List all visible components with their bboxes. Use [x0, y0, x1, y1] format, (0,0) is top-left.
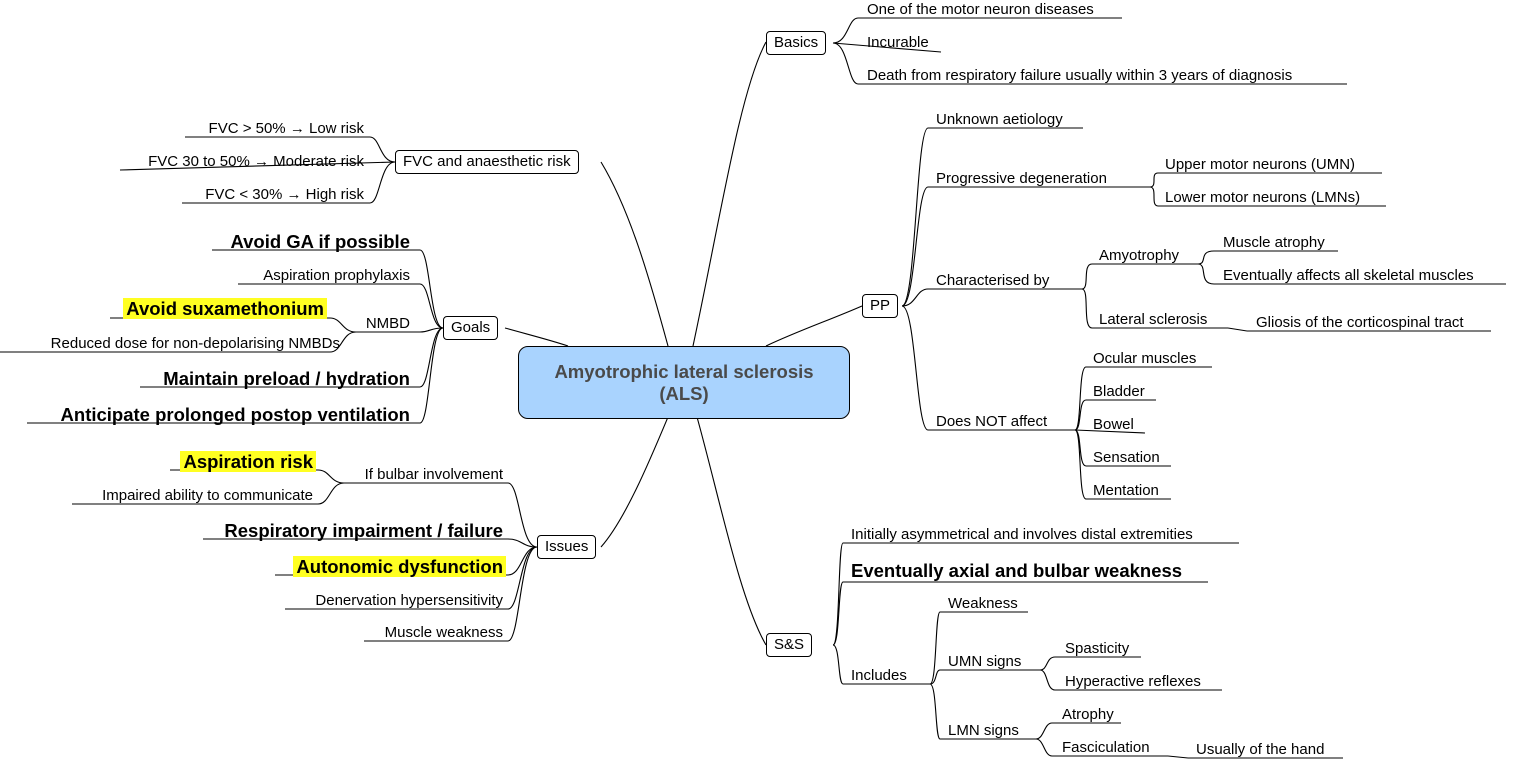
highlight: Autonomic dysfunction [293, 556, 506, 577]
pp-lateral-sclerosis: Lateral sclerosis [1099, 311, 1208, 328]
branch-issues[interactable]: Issues [537, 535, 597, 559]
central-title: Amyotrophic lateral sclerosis [554, 360, 814, 382]
issues-communicate: Impaired ability to communicate [102, 487, 313, 504]
issues-denervation: Denervation hypersensitivity [315, 592, 503, 609]
goals-reduced-dose: Reduced dose for non-depolarising NMBDs [50, 335, 340, 352]
ss-eventually: Eventually axial and bulbar weakness [851, 560, 1183, 581]
issues-respiratory: Respiratory impairment / failure [224, 520, 503, 541]
fvc-item: FVC < 30% → High risk [205, 186, 364, 203]
goals-aspiration-prophylaxis: Aspiration prophylaxis [263, 267, 410, 284]
pp-not-affect-item: Sensation [1093, 449, 1160, 466]
issues-bulbar: If bulbar involvement [364, 466, 503, 483]
fvc-item: FVC 30 to 50% → Moderate risk [148, 153, 364, 170]
basics-item: One of the motor neuron diseases [867, 1, 1094, 18]
central-abbrev: (ALS) [659, 382, 709, 404]
fvc-item: FVC > 50% → Low risk [208, 120, 364, 137]
basics-item: Incurable [867, 34, 929, 51]
goals-nmbd: NMBD [365, 315, 410, 332]
ss-initially: Initially asymmetrical and involves dist… [851, 526, 1193, 543]
pp-progressive: Progressive degeneration [936, 170, 1107, 187]
pp-not-affect-item: Bladder [1093, 383, 1145, 400]
ss-includes: Includes [851, 667, 907, 684]
branch-goals[interactable]: Goals [443, 316, 499, 340]
pp-amyotrophy-item: Muscle atrophy [1223, 234, 1325, 251]
pp-lateral-item: Gliosis of the corticospinal tract [1256, 314, 1464, 331]
pp-not-affect-item: Ocular muscles [1093, 350, 1197, 367]
central-topic[interactable]: Amyotrophic lateral sclerosis (ALS) [518, 346, 850, 419]
goals-ventilation: Anticipate prolonged postop ventilation [60, 404, 410, 425]
highlight: Avoid suxamethonium [123, 298, 327, 319]
highlight: Aspiration risk [180, 451, 316, 472]
pp-not-affect-item: Bowel [1093, 416, 1134, 433]
branch-basics[interactable]: Basics [766, 31, 827, 55]
pp-amyotrophy-item: Eventually affects all skeletal muscles [1223, 267, 1474, 284]
branch-fvc[interactable]: FVC and anaesthetic risk [395, 150, 579, 174]
pp-not-affect-item: Mentation [1093, 482, 1159, 499]
pp-progressive-item: Upper motor neurons (UMN) [1165, 156, 1356, 173]
basics-item: Death from respiratory failure usually w… [867, 67, 1293, 84]
goals-avoid-ga: Avoid GA if possible [230, 231, 410, 252]
ss-umn-item: Hyperactive reflexes [1065, 673, 1201, 690]
goals-preload: Maintain preload / hydration [163, 368, 410, 389]
ss-weakness: Weakness [948, 595, 1018, 612]
pp-does-not-affect: Does NOT affect [936, 413, 1048, 430]
goals-avoid-suxamethonium: Avoid suxamethonium [123, 298, 327, 319]
pp-unknown-aetiology: Unknown aetiology [936, 111, 1063, 128]
pp-characterised: Characterised by [936, 272, 1050, 289]
pp-amyotrophy: Amyotrophy [1099, 247, 1180, 264]
issues-aspiration-risk: Aspiration risk [180, 451, 316, 472]
ss-lmn-signs: LMN signs [948, 722, 1019, 739]
ss-fasciculation-detail: Usually of the hand [1196, 741, 1325, 758]
ss-umn-item: Spasticity [1065, 640, 1130, 657]
ss-lmn-atrophy: Atrophy [1062, 706, 1114, 723]
issues-autonomic: Autonomic dysfunction [293, 556, 506, 577]
branch-pp[interactable]: PP [862, 294, 899, 318]
pp-progressive-item: Lower motor neurons (LMNs) [1165, 189, 1361, 206]
issues-muscle-weakness: Muscle weakness [384, 624, 503, 641]
branch-ss[interactable]: S&S [766, 633, 813, 657]
ss-umn-signs: UMN signs [948, 653, 1022, 670]
ss-lmn-fasciculation: Fasciculation [1062, 739, 1150, 756]
